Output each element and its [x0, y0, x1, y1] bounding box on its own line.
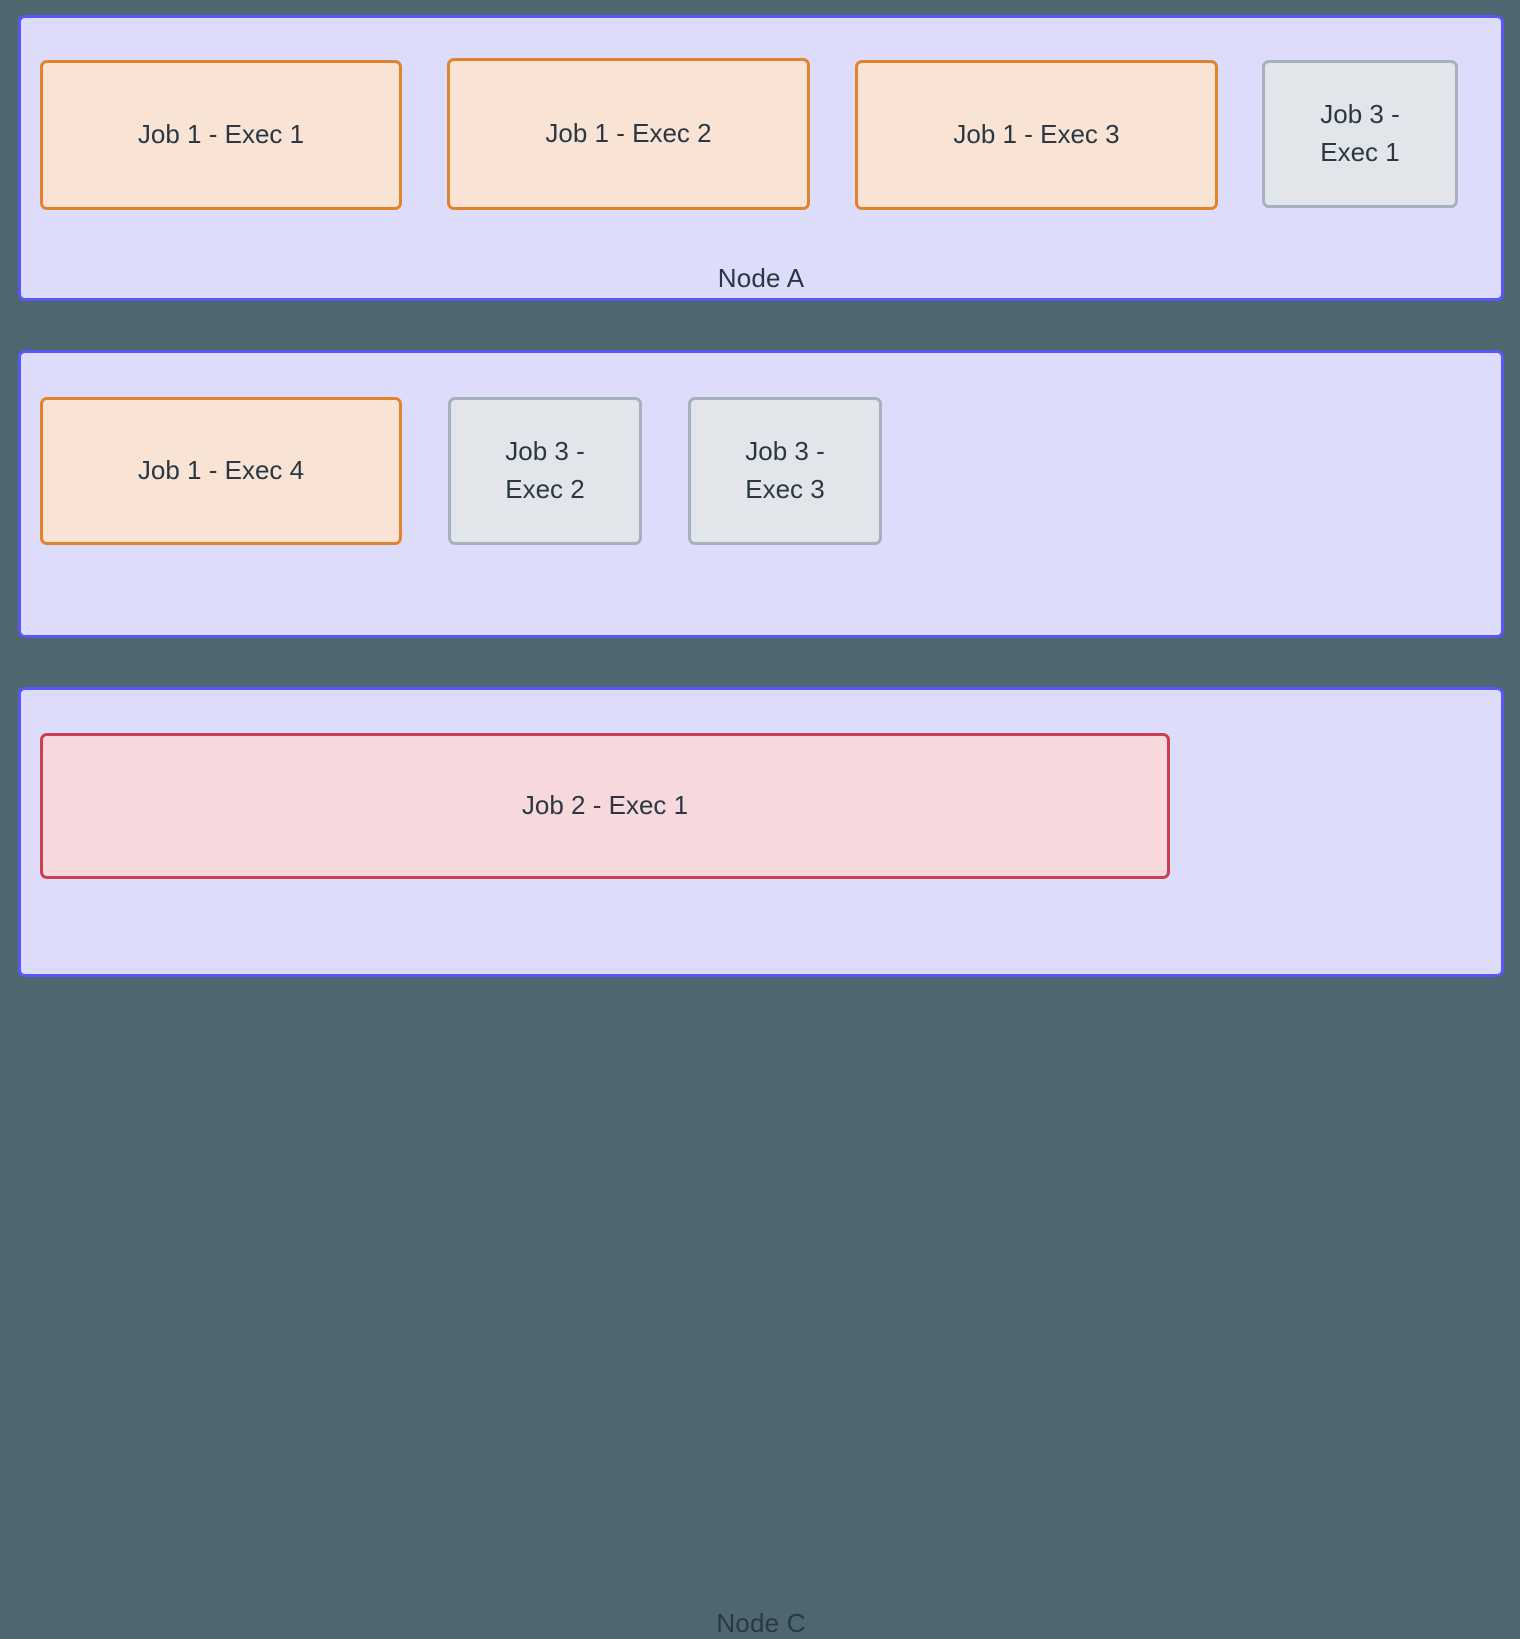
executor-box-job1-exec1[interactable]: Job 1 - Exec 1: [40, 60, 402, 210]
node-label-a: Node A: [717, 263, 805, 293]
executor-box-job3-exec2[interactable]: Job 3 - Exec 2: [448, 397, 642, 545]
executor-box-job1-exec3[interactable]: Job 1 - Exec 3: [855, 60, 1218, 210]
executor-box-job3-exec3[interactable]: Job 3 - Exec 3: [688, 397, 882, 545]
node-label-c: Node C: [716, 1608, 806, 1638]
executor-box-job1-exec2[interactable]: Job 1 - Exec 2: [447, 58, 810, 210]
diagram-canvas: Node A Job 1 - Exec 1 Job 1 - Exec 2 Job…: [18, 15, 1504, 1638]
executor-box-job1-exec4[interactable]: Job 1 - Exec 4: [40, 397, 402, 545]
executor-box-job2-exec1[interactable]: Job 2 - Exec 1: [40, 733, 1170, 879]
executor-box-job3-exec1[interactable]: Job 3 - Exec 1: [1262, 60, 1458, 208]
